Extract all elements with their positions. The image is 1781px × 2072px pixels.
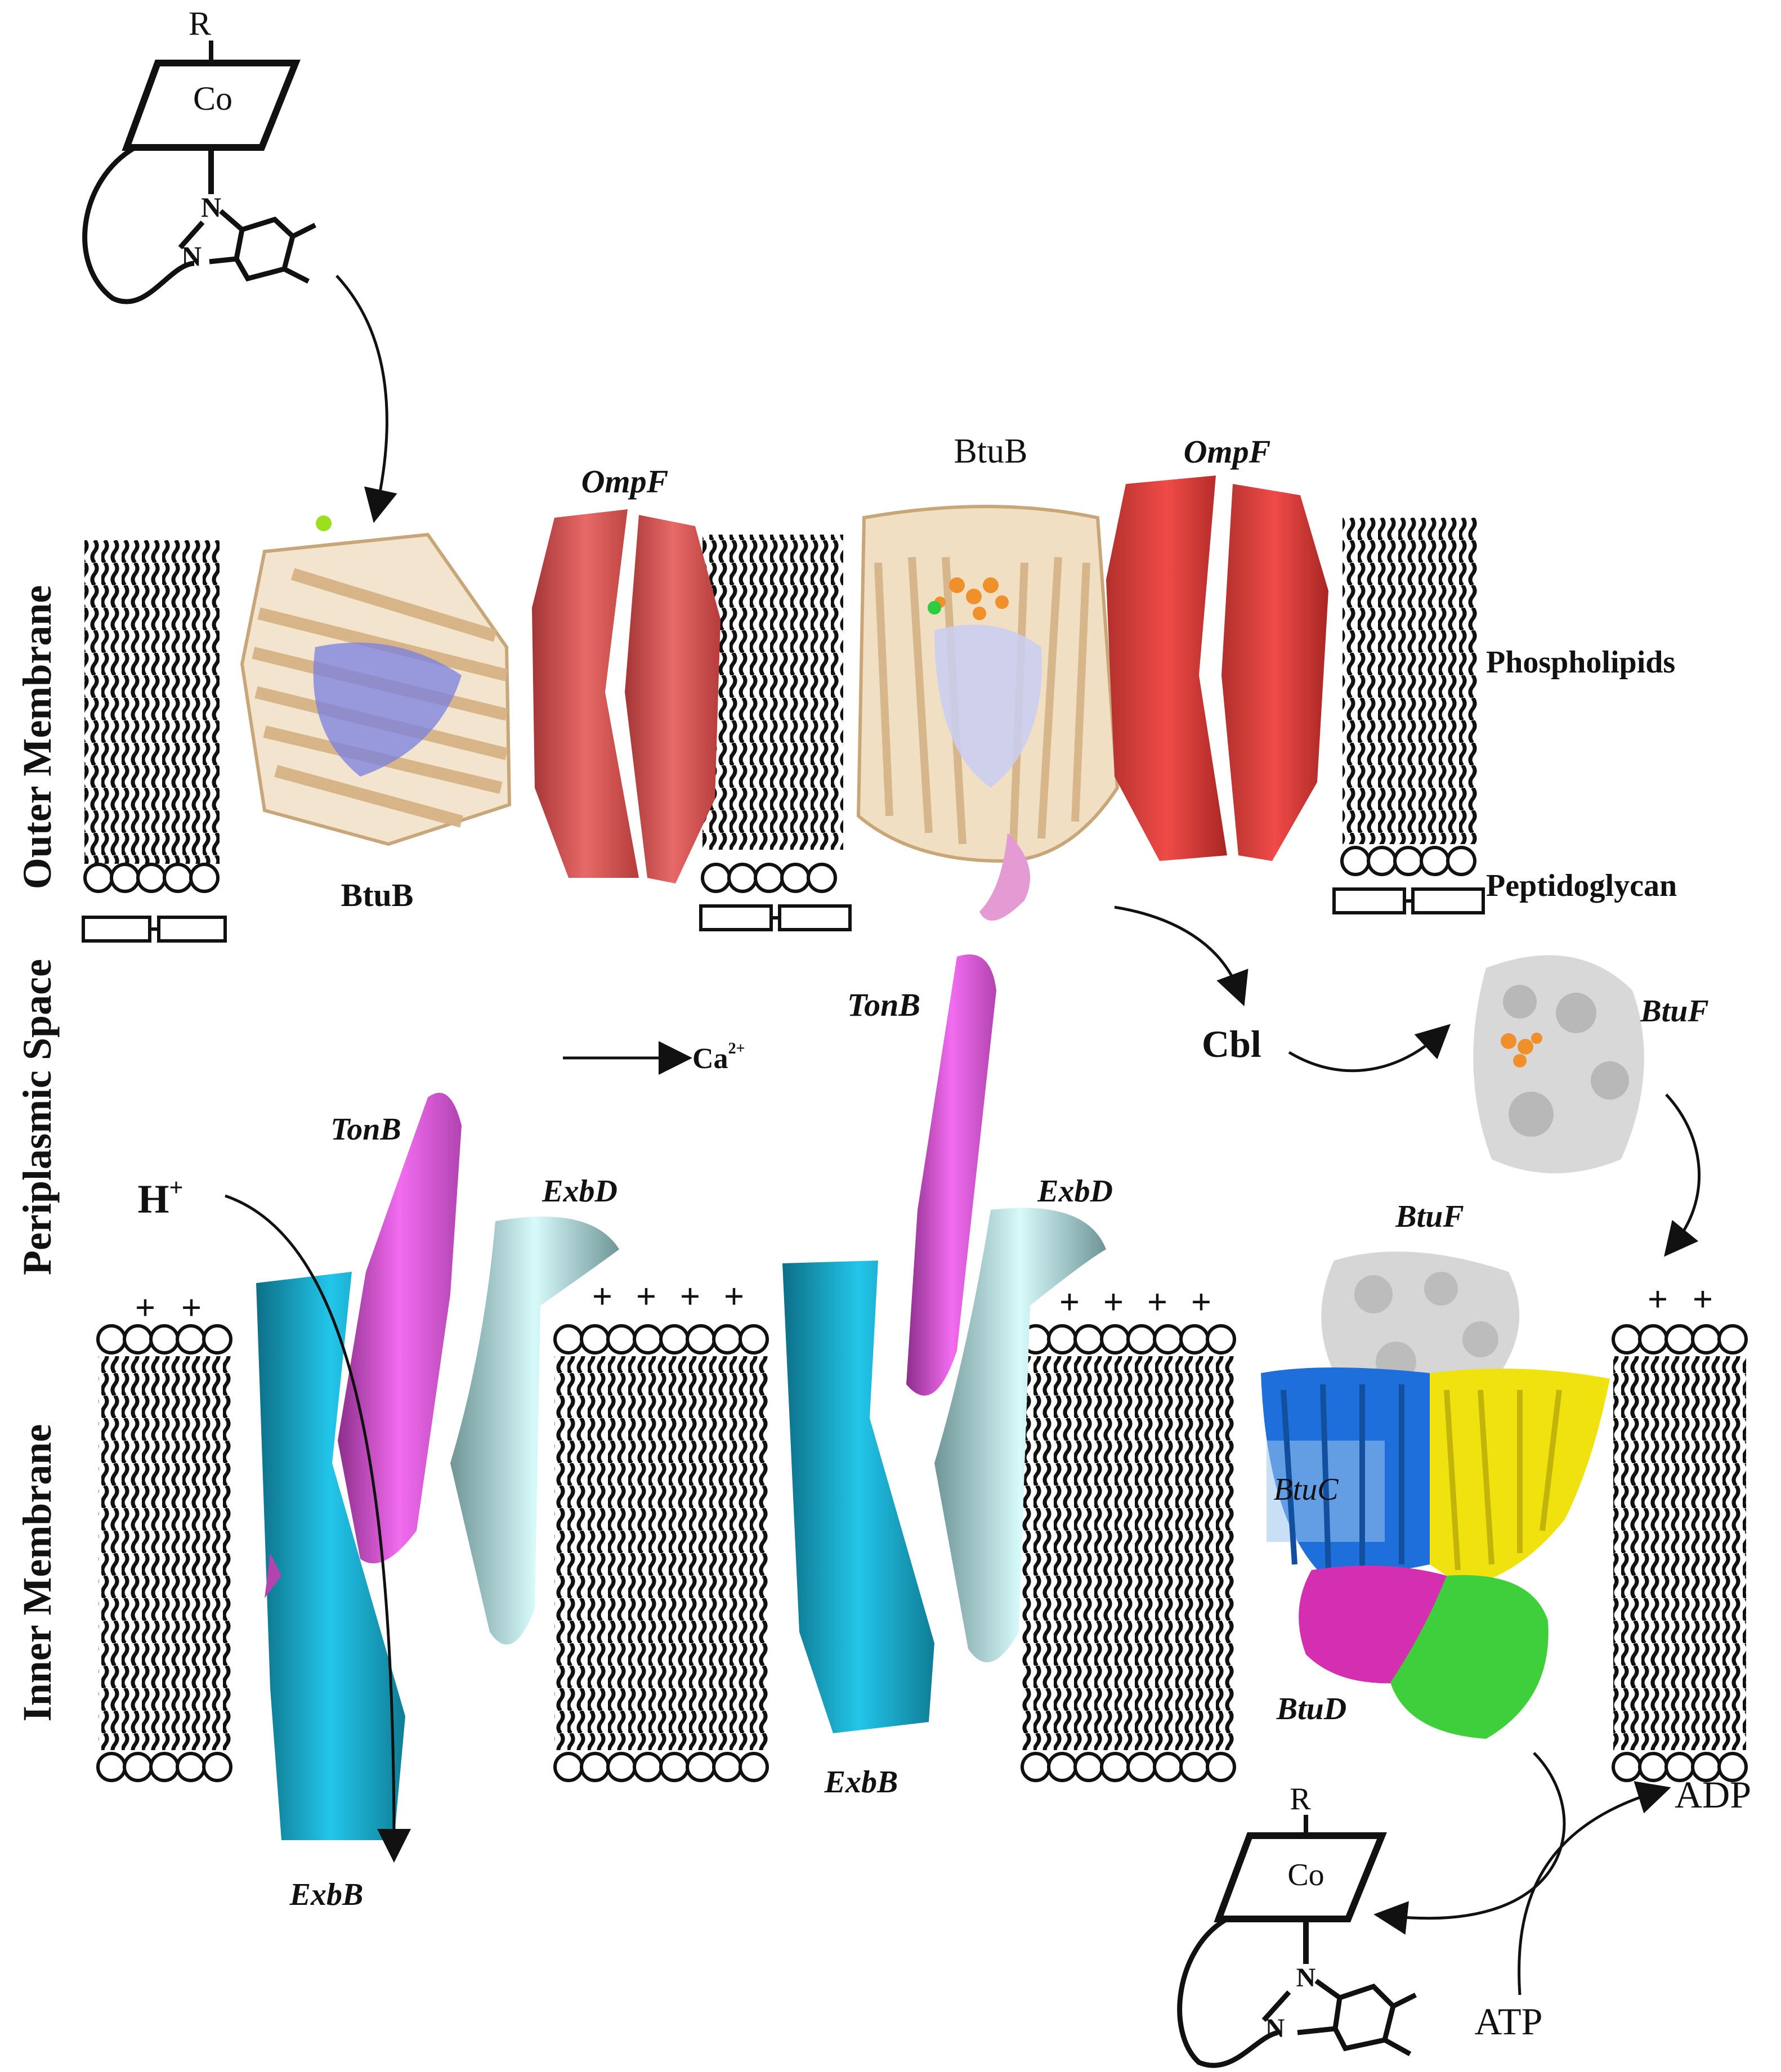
cobalt-label: Co — [193, 80, 232, 117]
arrow-cbl-to-btuf — [1288, 1024, 1451, 1073]
nitrogen-label-1: N — [201, 191, 221, 223]
svg-text:+: + — [1103, 1282, 1124, 1322]
inner-membrane — [96, 1324, 1748, 1782]
phospholipids-label: Phospholipids — [1486, 645, 1675, 680]
btub-left-structure — [240, 515, 512, 846]
svg-text:+: + — [1191, 1282, 1211, 1322]
svg-text:+: + — [1693, 1279, 1713, 1319]
arrow-btud-to-cbl — [1373, 1752, 1566, 1935]
exbb-left-structure — [256, 1272, 405, 1840]
btub-left-label: BtuB — [341, 877, 414, 913]
cobalamin-structure-bottom: R Co N N — [1177, 1782, 1417, 2068]
btuf-upper-label: BtuF — [1640, 994, 1708, 1029]
svg-text:+: + — [724, 1276, 744, 1316]
r-group-label: R — [189, 5, 211, 42]
arrow-atp-to-adp — [1518, 1781, 1671, 1995]
btub-center-structure — [856, 505, 1120, 921]
cobalamin-structure-top: R Co N N — [82, 5, 317, 304]
exbd-center-structure — [934, 1208, 1106, 1662]
arrow-cbl-to-btub — [335, 275, 397, 523]
tonb-center-label: TonB — [847, 986, 920, 1023]
svg-text:+: + — [680, 1276, 700, 1316]
exbd-left-structure — [450, 1216, 619, 1645]
nitrogen-label-bottom-1: N — [1296, 1963, 1316, 1993]
atp-label: ATP — [1475, 2000, 1543, 2043]
svg-text:+: + — [1147, 1282, 1167, 1322]
btud-label: BtuD — [1276, 1692, 1347, 1726]
exbd-left-label: ExbD — [542, 1174, 617, 1209]
exbd-center-label: ExbD — [1037, 1174, 1113, 1209]
svg-text:+: + — [636, 1276, 656, 1316]
outer-membrane-label: Outer Membrane — [15, 585, 60, 890]
exbb-center-structure — [782, 1261, 934, 1733]
proton-flux-arrow — [225, 1194, 411, 1863]
ompf-left-porin — [532, 509, 721, 883]
corrin-ring-plane — [122, 60, 301, 151]
exbb-left-label: ExbB — [289, 1877, 364, 1912]
svg-text:+: + — [181, 1288, 202, 1327]
btuf-complex-label: BtuF — [1395, 1199, 1464, 1234]
arrow-btuf-to-complex — [1664, 1093, 1701, 1257]
ompf-right-label: OmpF — [1184, 433, 1271, 470]
inner-membrane-label: Inner Membrane — [15, 1424, 60, 1722]
outer-membrane — [82, 518, 1485, 943]
btuf-free-structure — [1473, 955, 1644, 1173]
membrane-charges: + + + + + + + + + + + + — [135, 1276, 1713, 1327]
periplasmic-space-label: Periplasmic Space — [15, 959, 60, 1275]
arrow-btub-to-cbl — [1114, 905, 1249, 1007]
btucd-f-complex — [1261, 1252, 1610, 1739]
svg-text:+: + — [1648, 1279, 1668, 1319]
r-group-label-bottom: R — [1290, 1782, 1311, 1817]
proton-label: H+ — [137, 1174, 183, 1222]
peptidoglycan-label: Peptidoglycan — [1486, 868, 1677, 903]
tonb-left-label: TonB — [330, 1112, 401, 1147]
svg-text:+: + — [592, 1276, 612, 1316]
tonb-center-structure — [906, 954, 996, 1396]
svg-text:+: + — [135, 1288, 155, 1327]
calcium-label: Ca2+ — [692, 1040, 745, 1075]
btub-top-label: BtuB — [954, 432, 1028, 470]
btuc-label: BtuC — [1273, 1472, 1339, 1507]
exbb-center-label: ExbB — [824, 1765, 898, 1800]
adp-label: ADP — [1675, 1773, 1751, 1816]
tonb-left-structure — [265, 1092, 462, 1598]
ompf-right-porin — [1106, 476, 1328, 861]
cbl-label: Cbl — [1202, 1022, 1261, 1065]
ompf-left-label: OmpF — [581, 463, 669, 500]
cobalt-label-bottom: Co — [1287, 1858, 1324, 1892]
svg-text:+: + — [1059, 1282, 1080, 1322]
